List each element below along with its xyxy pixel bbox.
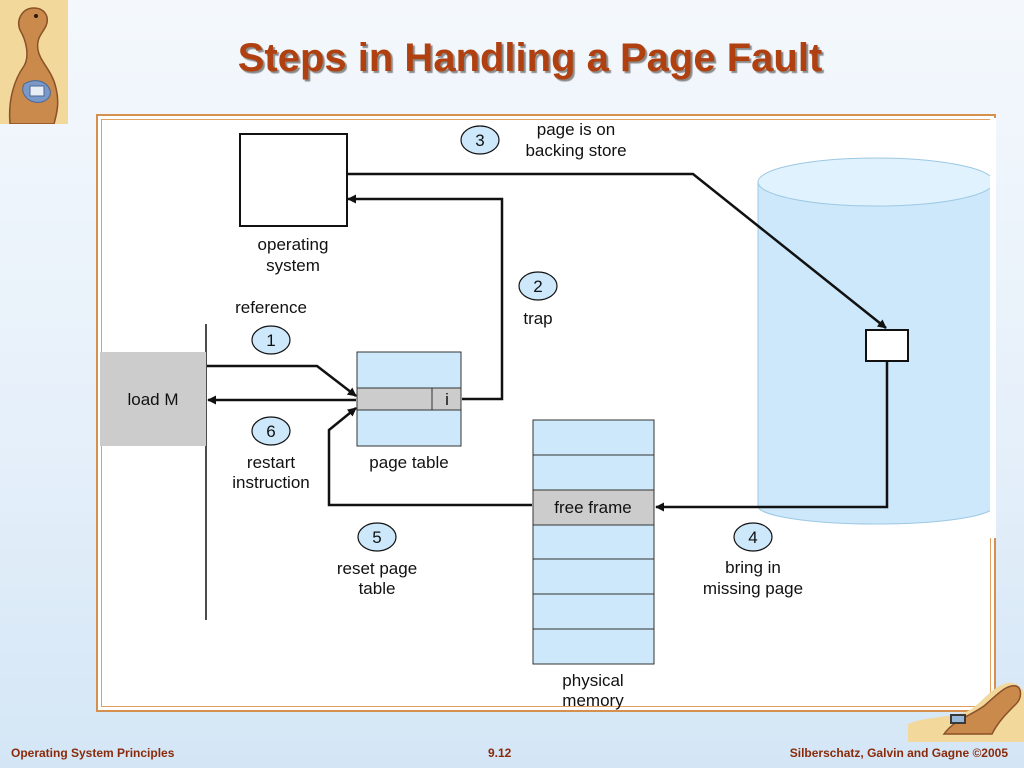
arrow-trap — [347, 194, 504, 401]
physical-memory — [532, 419, 655, 665]
step-6-number: 6 — [266, 422, 275, 441]
os-label-line2: system — [266, 256, 320, 275]
backing-store-disk — [757, 118, 996, 538]
step-1-number: 1 — [266, 331, 275, 350]
step-2-number: 2 — [533, 277, 542, 296]
step-6-badge: 6 — [251, 416, 291, 446]
load-m-instruction — [100, 352, 206, 446]
invalid-bit-label: i — [445, 390, 449, 409]
free-frame — [532, 489, 655, 526]
step-5-number: 5 — [372, 528, 381, 547]
page-table-label: page table — [369, 453, 448, 472]
arrow-page-on-backing-store — [347, 172, 887, 329]
bring-in-label-line1: bring in — [725, 558, 781, 577]
page-title: Steps in Handling a Page Fault — [237, 36, 823, 80]
footer-page-number: 9.12 — [488, 746, 512, 760]
step-4-badge: 4 — [733, 522, 773, 552]
reset-label-line1: reset page — [337, 559, 417, 578]
step-3-badge: 3 — [460, 125, 500, 155]
arrow-reset-page-table — [327, 407, 532, 507]
physical-memory-label-line1: physical — [562, 671, 623, 690]
bring-in-label-line2: missing page — [703, 579, 803, 598]
step-4-number: 4 — [748, 528, 757, 547]
dinosaur-mascot-bottom-right — [908, 682, 1024, 742]
physical-memory-label-line2: memory — [562, 691, 624, 710]
dinosaur-mascot-top-left — [0, 0, 68, 124]
backing-store-label-line1: page is on — [537, 120, 615, 139]
reset-label-line2: table — [359, 579, 396, 598]
page-table-entry — [356, 387, 462, 411]
step-3-number: 3 — [475, 131, 484, 150]
step-5-badge: 5 — [357, 522, 397, 552]
arrow-bring-in-missing-page — [655, 361, 889, 512]
arrow-reference — [207, 364, 357, 397]
restart-label-line1: restart — [247, 453, 295, 472]
os-label-line1: operating — [258, 235, 329, 254]
reference-label: reference — [235, 298, 307, 317]
trap-label: trap — [523, 309, 552, 328]
step-2-badge: 2 — [518, 271, 558, 301]
step-1-badge: 1 — [251, 325, 291, 355]
footer-course-title: Operating System Principles — [11, 746, 175, 760]
restart-label-line2: instruction — [232, 473, 309, 492]
load-m-label: load M — [127, 390, 178, 409]
free-frame-label: free frame — [554, 498, 631, 517]
footer-copyright: Silberschatz, Galvin and Gagne ©2005 — [789, 746, 1008, 760]
backing-store-label-line2: backing store — [525, 141, 626, 160]
operating-system-box — [239, 133, 348, 227]
disk-page-block — [865, 329, 909, 362]
